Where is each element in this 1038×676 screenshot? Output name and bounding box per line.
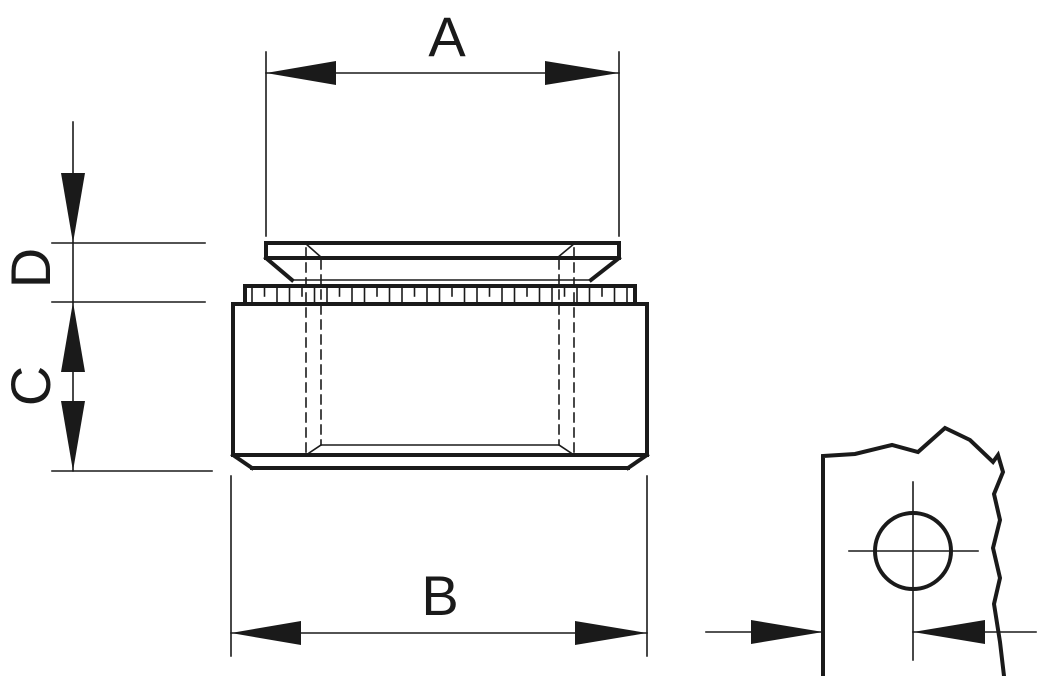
sheet-plate-detail: [705, 425, 1037, 676]
dimension-b-arrow-right: [575, 621, 647, 645]
dimension-d-label: D: [0, 248, 62, 288]
dimension-a-arrow-left: [266, 61, 336, 85]
edge-distance-arrow-right: [913, 620, 985, 644]
dimension-b-arrow-left: [231, 621, 301, 645]
knurled-ring: [243, 284, 637, 306]
dimension-c-label: C: [0, 366, 62, 406]
dimension-b: B: [230, 475, 648, 657]
dimension-c-arrow-bottom: [61, 401, 85, 471]
dimension-d-arrow-top: [61, 173, 85, 243]
fastener-head: [263, 241, 622, 283]
hidden-thread-lines: [304, 247, 576, 457]
fastener-body: [230, 302, 650, 471]
dimension-c-arrow-top: [61, 302, 85, 372]
sheet-plate-outline: [821, 425, 1007, 676]
dimension-b-label: B: [421, 564, 458, 627]
dimension-c-d: D C: [0, 121, 213, 472]
dimension-a-label: A: [428, 5, 466, 68]
dimension-a-arrow-right: [545, 61, 619, 85]
edge-distance-arrow-left: [751, 620, 823, 644]
dimension-a: A: [265, 5, 620, 237]
fastener-side-view: [230, 241, 650, 471]
